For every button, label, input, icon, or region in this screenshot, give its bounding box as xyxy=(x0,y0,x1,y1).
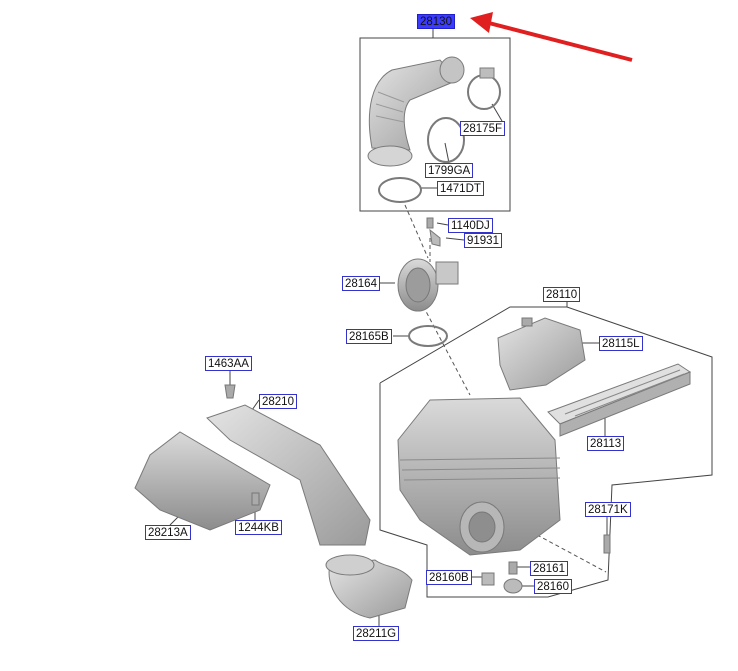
assembly-outline-28110 xyxy=(379,306,713,598)
air-cleaner-body-part xyxy=(397,397,561,556)
seal-ring-part xyxy=(427,117,465,163)
part-label-28213A[interactable]: 28213A xyxy=(145,525,191,540)
part-label-1799GA[interactable]: 1799GA xyxy=(425,163,474,178)
part-label-28110[interactable]: 28110 xyxy=(543,287,581,302)
airflow-sensor-part xyxy=(397,258,459,312)
red-arrow xyxy=(470,12,633,62)
part-label-28115L[interactable]: 28115L xyxy=(599,336,643,351)
clip-part-1463AA xyxy=(224,384,236,399)
elbow-hose-part xyxy=(325,554,413,619)
part-label-28211G[interactable]: 28211G xyxy=(353,626,400,641)
bolt-part-1244KB xyxy=(251,492,260,506)
part-label-28165B[interactable]: 28165B xyxy=(346,329,392,344)
part-label-28160[interactable]: 28160 xyxy=(534,579,572,594)
resonator-part xyxy=(134,431,271,531)
cleaner-cover-part xyxy=(497,317,586,391)
mount-rubber-part-28160B xyxy=(481,572,495,586)
band-clamp-part xyxy=(378,177,422,203)
part-label-28130[interactable]: 28130 xyxy=(417,14,455,29)
part-label-28175F[interactable]: 28175F xyxy=(460,121,506,136)
part-label-28161[interactable]: 28161 xyxy=(530,561,568,576)
mount-rubber-part-28160 xyxy=(503,578,523,594)
part-label-28113[interactable]: 28113 xyxy=(587,436,625,451)
part-label-28164[interactable]: 28164 xyxy=(342,276,380,291)
sensor-screw-part xyxy=(426,217,441,247)
part-label-1471DT[interactable]: 1471DT xyxy=(437,181,484,196)
part-label-28160B[interactable]: 28160B xyxy=(426,570,472,585)
assembly-box-28130 xyxy=(359,37,511,212)
part-label-28171K[interactable]: 28171K xyxy=(585,502,631,517)
air-filter-part xyxy=(547,363,692,437)
leader-lines xyxy=(404,204,607,573)
part-label-91931[interactable]: 91931 xyxy=(464,233,502,248)
part-label-1244KB[interactable]: 1244KB xyxy=(235,520,282,535)
hose-clamp-part xyxy=(467,67,501,110)
gasket-part xyxy=(408,325,448,347)
air-hose-part xyxy=(367,56,465,167)
bolt-part-28171K xyxy=(603,534,611,554)
intake-duct-part xyxy=(206,404,371,546)
part-label-28210[interactable]: 28210 xyxy=(259,394,297,409)
part-label-1140DJ[interactable]: 1140DJ xyxy=(448,218,493,233)
mount-cushion-part-28161 xyxy=(508,561,518,575)
part-label-1463AA[interactable]: 1463AA xyxy=(205,356,252,371)
